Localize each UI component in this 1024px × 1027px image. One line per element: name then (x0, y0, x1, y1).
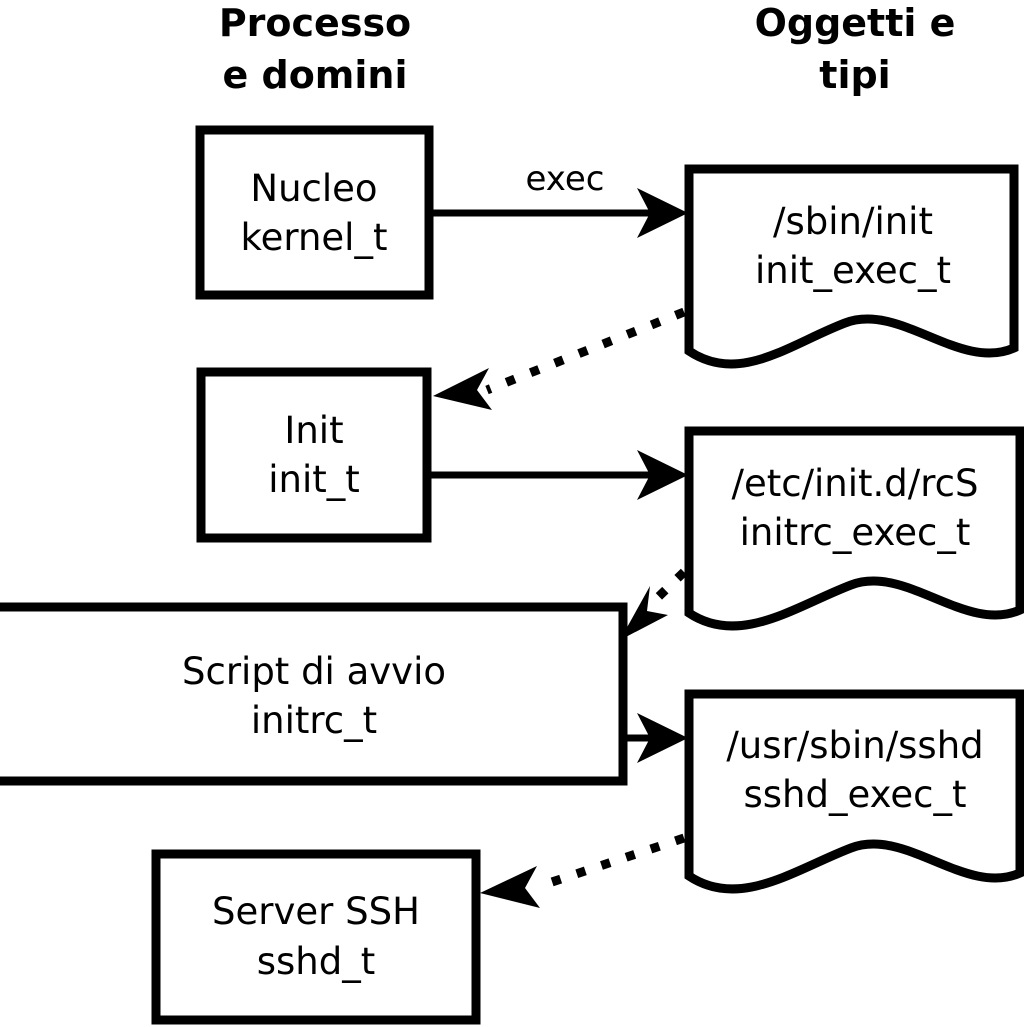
node-init-label-line1: Init (284, 409, 343, 452)
edge-line-sshd-transition (535, 833, 686, 892)
node-sshd-exec-document[interactable] (684, 689, 1024, 894)
node-kernel-label-line2: kernel_t (241, 216, 388, 259)
node-init-box[interactable] (196, 367, 432, 543)
arrow-head-initrc-transition (620, 586, 668, 640)
node-init-exec-label-line2: init_exec_t (755, 249, 951, 292)
node-kernel[interactable]: Nucleo kernel_t (195, 125, 434, 300)
node-initrc-label-line1: Script di avvio (182, 650, 446, 693)
arrow-head-init-exec-rcs (637, 450, 688, 500)
column-header-objects-line1: Oggetti e (755, 1, 956, 45)
edge-initrc-exec-to-initrc (620, 568, 688, 640)
node-init-exec-label-line1: /sbin/init (773, 200, 933, 243)
node-initrc-box[interactable] (0, 602, 628, 786)
edge-line-init-transition (485, 307, 686, 395)
node-kernel-label-line1: Nucleo (250, 167, 377, 210)
arrow-head-init-transition (433, 368, 492, 410)
node-sshd-exec-label-line2: sshd_exec_t (744, 773, 967, 816)
node-sshd[interactable]: Server SSH sshd_t (151, 849, 481, 1025)
node-sshd-exec[interactable]: /usr/sbin/sshd sshd_exec_t (684, 689, 1024, 894)
node-initrc-label-line2: initrc_t (251, 699, 377, 742)
edge-kernel-to-init-exec: exec (433, 159, 688, 238)
node-initrc-exec[interactable]: /etc/init.d/rcS initrc_exec_t (684, 426, 1024, 631)
node-initrc-exec-label-line1: /etc/init.d/rcS (731, 462, 978, 505)
edge-initrc-to-sshd-exec (627, 713, 688, 763)
column-header-processes-line2: e domini (222, 53, 407, 97)
edge-init-exec-to-init (433, 307, 686, 410)
arrow-head-exec (637, 188, 688, 238)
node-initrc-exec-label-line2: initrc_exec_t (740, 511, 971, 554)
node-sshd-exec-label-line1: /usr/sbin/sshd (726, 724, 983, 767)
node-init[interactable]: Init init_t (196, 367, 432, 543)
arrow-head-sshd-exec (637, 713, 688, 763)
arrow-head-sshd-transition (480, 866, 540, 908)
edge-label-exec: exec (525, 159, 604, 199)
node-init-label-line2: init_t (268, 458, 360, 501)
node-sshd-label-line1: Server SSH (212, 890, 420, 933)
column-header-objects-line2: tipi (819, 53, 890, 97)
node-init-exec[interactable]: /sbin/init init_exec_t (684, 164, 1019, 369)
edge-line-initrc-transition (646, 568, 688, 609)
node-initrc-exec-document[interactable] (684, 426, 1024, 631)
node-sshd-label-line2: sshd_t (257, 940, 376, 983)
node-initrc[interactable]: Script di avvio initrc_t (0, 602, 628, 786)
column-header-processes-line1: Processo (219, 1, 411, 45)
node-init-exec-document[interactable] (684, 164, 1019, 369)
node-sshd-box[interactable] (151, 849, 481, 1025)
edge-init-to-initrc-exec (430, 450, 688, 500)
edge-sshd-exec-to-sshd (480, 833, 686, 908)
node-kernel-box[interactable] (195, 125, 434, 300)
